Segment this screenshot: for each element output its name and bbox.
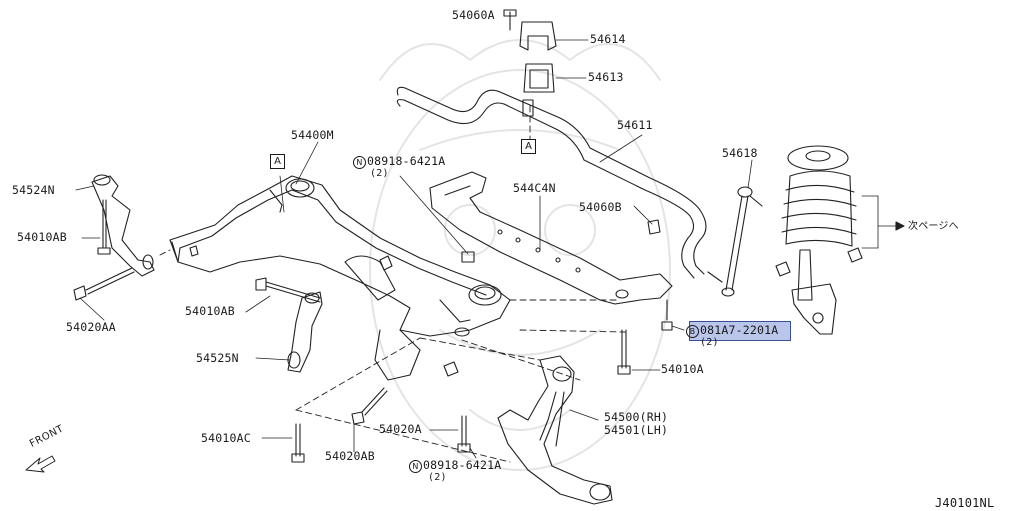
label-54010AB-mid[interactable]: 54010AB <box>185 304 235 318</box>
nut-bottom-number: 08918-6421A <box>423 458 502 472</box>
label-54618[interactable]: 54618 <box>722 146 758 160</box>
stabilizer-link <box>707 186 763 297</box>
label-54524N[interactable]: 54524N <box>12 183 55 197</box>
label-54400M[interactable]: 54400M <box>291 128 334 142</box>
nut-symbol-icon: N <box>409 460 422 473</box>
left-link-54524N <box>73 174 155 301</box>
next-page-label[interactable]: 次ページへ <box>908 221 959 232</box>
label-544C4N[interactable]: 544C4N <box>513 181 556 195</box>
middle-link-54525N <box>255 277 323 373</box>
label-54010AB-left[interactable]: 54010AB <box>17 230 67 244</box>
label-54501-lh[interactable]: 54501(LH) <box>604 423 669 437</box>
nut-bottom-qty: (2) <box>428 472 447 483</box>
nut-top-qty: (2) <box>370 168 389 179</box>
cross-member-544C4N <box>429 171 673 305</box>
front-arrow <box>25 455 56 473</box>
label-54614[interactable]: 54614 <box>590 32 626 46</box>
label-54611[interactable]: 54611 <box>617 118 653 132</box>
section-marker-a-left: A <box>270 154 285 169</box>
label-54020AA[interactable]: 54020AA <box>66 320 116 334</box>
next-page-arrow <box>895 221 905 231</box>
strut-assembly <box>775 145 863 335</box>
diagram-id: J40101NL <box>935 496 995 510</box>
stabilizer-bracket <box>503 9 557 93</box>
bolt-symbol-icon: B <box>686 325 699 338</box>
label-54010AC[interactable]: 54010AC <box>201 431 251 445</box>
label-54020AB[interactable]: 54020AB <box>325 449 375 463</box>
fasteners <box>291 219 673 463</box>
label-54060A[interactable]: 54060A <box>452 8 495 22</box>
label-54525N[interactable]: 54525N <box>196 351 239 365</box>
label-54010A[interactable]: 54010A <box>661 362 704 376</box>
label-54500-rh[interactable]: 54500(RH) <box>604 410 669 424</box>
front-crossmember <box>169 175 511 381</box>
bolt-highlighted-number: 081A7-2201A <box>700 323 779 337</box>
watermark-emblem <box>369 39 671 471</box>
leader-lines <box>75 15 897 459</box>
section-marker-a-right: A <box>521 139 536 154</box>
lower-arm <box>497 355 613 505</box>
label-54060B[interactable]: 54060B <box>579 200 622 214</box>
nut-top-number: 08918-6421A <box>367 154 446 168</box>
nut-symbol-icon: N <box>353 156 366 169</box>
stabilizer-bar <box>396 86 707 279</box>
bolt-highlighted-qty: (2) <box>700 337 719 348</box>
dashed-guides <box>159 105 626 463</box>
label-54613[interactable]: 54613 <box>588 70 624 84</box>
label-54020A[interactable]: 54020A <box>379 422 422 436</box>
